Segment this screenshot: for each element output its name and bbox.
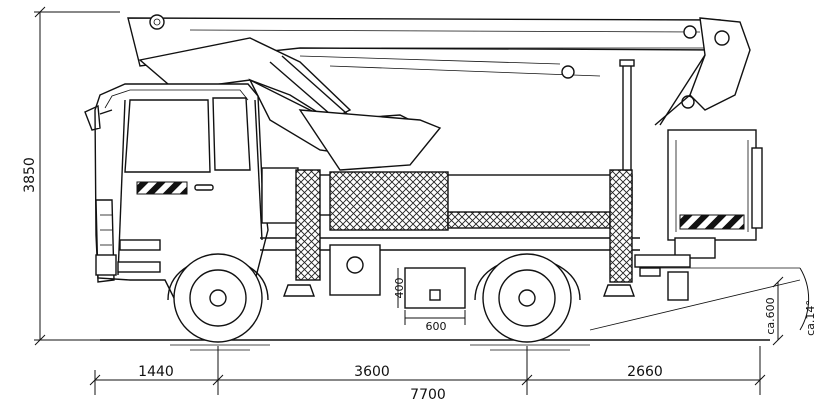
front-wheel (167, 253, 269, 343)
clearance-label: ca.600 (764, 297, 777, 334)
lower-boom (138, 37, 442, 171)
box-width-label: 600 (426, 320, 447, 333)
rear-support (283, 254, 691, 301)
rear-overhang-label: 2660 (627, 364, 663, 380)
chassis-frame (260, 167, 640, 309)
truck-cab (84, 83, 269, 301)
side-rail-hatched (447, 211, 611, 229)
storage-box-hatched (329, 171, 449, 231)
wheelbase-label: 3600 (354, 364, 390, 380)
angle-label: ca.14° (804, 300, 817, 336)
rear-wheel (474, 253, 581, 343)
support-mast (619, 59, 635, 171)
outrigger-left (295, 169, 321, 281)
work-basket (667, 129, 763, 259)
box-height-label: 400 (393, 278, 406, 299)
front-overhang-label: 1440 (138, 364, 174, 380)
height-label: 3850 (22, 157, 38, 193)
box-dimensions: 600 400 (393, 268, 466, 333)
telescopic-boom (127, 14, 751, 126)
length-dimensions: 1440 3600 2660 7700 (89, 346, 766, 400)
height-dimension: 3850 (22, 6, 120, 346)
outrigger-right (609, 169, 633, 283)
overall-length-label: 7700 (410, 387, 446, 400)
clearance-dimension: ca.600 ca.14° (764, 267, 817, 346)
